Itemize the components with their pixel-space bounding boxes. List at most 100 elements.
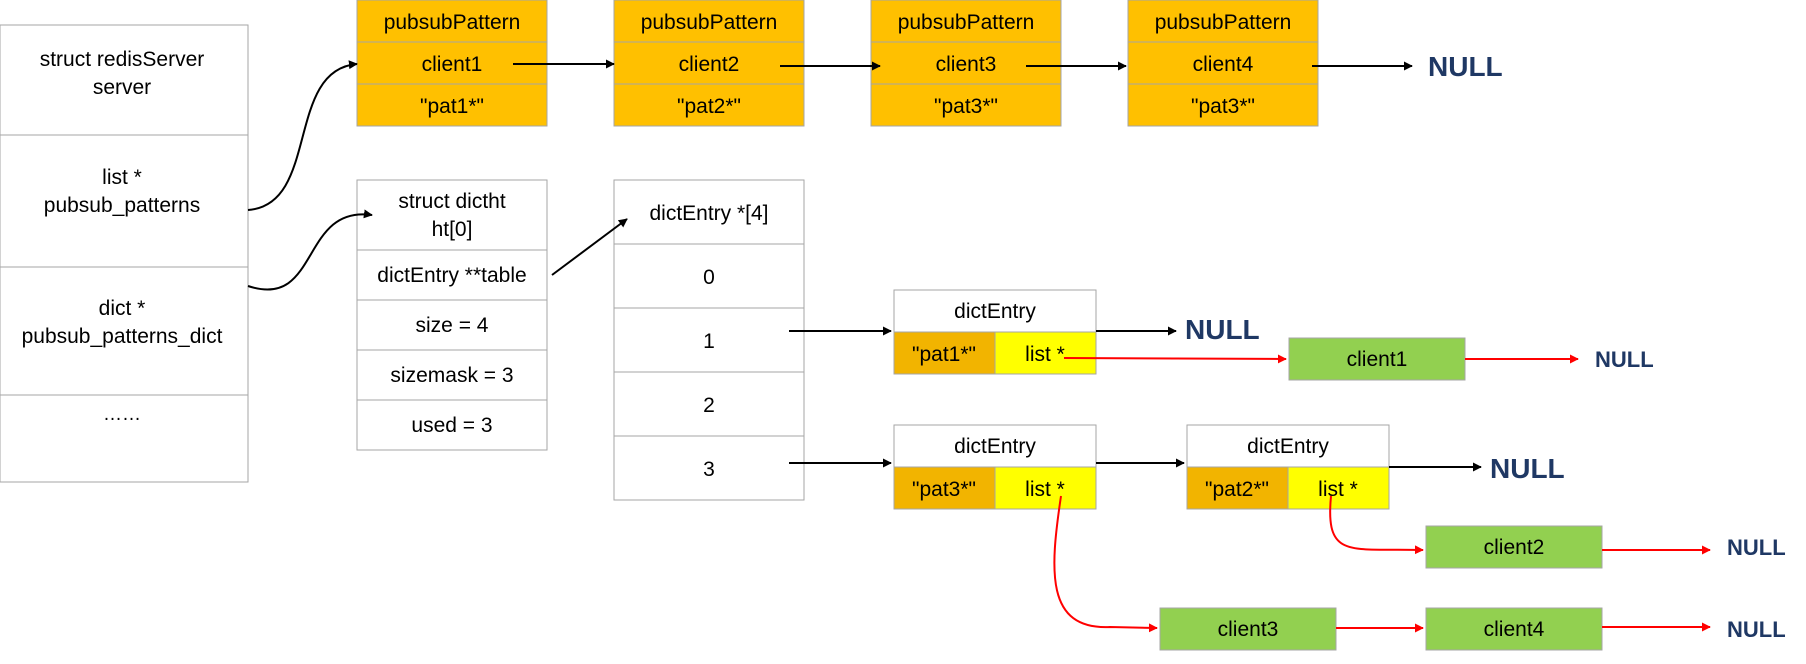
pubsub-patterns-field (0, 134, 249, 268)
dict-entry-1-key: "pat1*" (912, 343, 976, 366)
dict-entry-2-header-cell (893, 424, 1097, 468)
arrow-list3-to-client3 (1053, 495, 1158, 633)
pubsub-patterns-dict-line2: pubsub_patterns_dict (22, 325, 223, 348)
client-node-client4 (1425, 607, 1603, 651)
dict-entry-3-value-cell (1287, 466, 1390, 510)
dict-entry-1-header: dictEntry (954, 300, 1036, 323)
dictht-used-field: used = 3 (411, 414, 492, 437)
pattern-node-1-header: pubsubPattern (384, 11, 521, 34)
pattern-node-3: pubsubPattern client3 "pat3*" (870, 0, 1062, 127)
dictht-size-field: size = 4 (416, 314, 489, 337)
dictht-table-field: dictEntry **table (377, 264, 526, 287)
pubsub-patterns-dict-field (0, 266, 249, 396)
dict-entry-3-header: dictEntry (1247, 435, 1329, 458)
server-title-line1: struct redisServer (40, 48, 205, 71)
pattern-node-3-client: client3 (936, 53, 997, 76)
dictht-title-line1: struct dictht (398, 190, 506, 213)
dict-entry-1-key-cell (893, 331, 996, 375)
table-slot-2 (613, 371, 805, 437)
pattern-node-4-header: pubsubPattern (1155, 11, 1292, 34)
pattern-node-3-header: pubsubPattern (898, 11, 1035, 34)
client-node-client2-label: client2 (1484, 536, 1545, 559)
redis-server-struct: struct redisServer server list * pubsub_… (0, 24, 249, 483)
pattern-node-3-pattern: "pat3*" (934, 95, 998, 118)
pubsub-patterns-line2: pubsub_patterns (44, 194, 200, 217)
table-slot-1-label: 1 (703, 330, 715, 353)
pattern-node-2-header: pubsubPattern (641, 11, 778, 34)
dict-entry-3-header-cell (1186, 424, 1390, 468)
pattern-node-1-header-cell (356, 0, 548, 43)
pattern-node-3-header-cell (870, 0, 1062, 43)
table-slot-3 (613, 435, 805, 501)
table-header: dictEntry *[4] (649, 202, 768, 225)
dictht-struct: struct dictht ht[0] dictEntry **table si… (356, 179, 548, 451)
dictht-size-cell (356, 299, 548, 351)
server-title-cell (0, 24, 249, 136)
table-slot-0-label: 0 (703, 266, 715, 289)
dict-entry-2-key: "pat3*" (912, 478, 976, 501)
pattern-node-1: pubsubPattern client1 "pat1*" (356, 0, 548, 127)
dict-entry-3-value: list * (1318, 478, 1358, 501)
pattern-node-4-header-cell (1127, 0, 1319, 43)
dict-entry-3-next-null: NULL (1490, 453, 1565, 484)
dict-entry-2-value: list * (1025, 478, 1065, 501)
pubsub-patterns-line1: list * (102, 166, 142, 189)
client-list-pat1: client1 NULL (1288, 337, 1654, 381)
table-header-cell (613, 179, 805, 245)
pattern-list-null: NULL (1428, 51, 1503, 82)
server-title-line2: server (93, 76, 151, 99)
table-slot-0 (613, 243, 805, 309)
dict-entry-1-next-null: NULL (1185, 314, 1260, 345)
server-ellipsis-field (0, 394, 249, 483)
dict-entry-3-key: "pat2*" (1205, 478, 1269, 501)
pattern-node-1-client: client1 (422, 53, 483, 76)
pattern-node-2-pattern-cell (613, 83, 805, 127)
arrow-list1-to-client1 (1063, 354, 1287, 364)
table-slot-2-label: 2 (703, 394, 715, 417)
arrow-patterns-to-list (247, 60, 358, 211)
dict-entry-2-value-cell (994, 466, 1097, 510)
pattern-node-4-client: client4 (1193, 53, 1254, 76)
pattern-node-2-pattern: "pat2*" (677, 95, 741, 118)
dict-entry-2: dictEntry "pat3*" list * (893, 424, 1097, 510)
red-arrows (1053, 354, 1711, 633)
dictht-sizemask-cell (356, 349, 548, 401)
client-list-pat3: client3 client4 NULL (1159, 607, 1786, 651)
pattern-node-1-pattern-cell (356, 83, 548, 127)
dict-table-array: dictEntry *[4] 0 1 2 3 (613, 179, 805, 501)
arrow-dict-to-dictht (247, 209, 373, 291)
client-list-pat2-null: NULL (1727, 535, 1786, 560)
client-node-client2 (1425, 525, 1603, 569)
pattern-linked-list: pubsubPatternclient1"pat1*"pubsubPattern… (356, 0, 1319, 127)
dict-entry-1-value-cell (994, 331, 1097, 375)
pattern-node-4-pattern-cell (1127, 83, 1319, 127)
client-node-client1-label: client1 (1347, 348, 1408, 371)
dictht-used-cell (356, 399, 548, 451)
dict-entry-2-header: dictEntry (954, 435, 1036, 458)
client-list-pat3-null: NULL (1727, 617, 1786, 642)
client-list-pat1-null: NULL (1595, 347, 1654, 372)
table-slot-3-label: 3 (703, 458, 715, 481)
dictht-sizemask-field: sizemask = 3 (390, 364, 513, 387)
dict-entry-3-key-cell (1186, 466, 1289, 510)
pattern-node-2-header-cell (613, 0, 805, 43)
dict-entry-1: dictEntry "pat1*" list * (893, 289, 1097, 375)
dictht-title-cell (356, 179, 548, 251)
dictht-title-line2: ht[0] (432, 218, 473, 241)
pattern-node-4-client-cell (1127, 41, 1319, 85)
arrow-table-to-array (551, 218, 628, 276)
pattern-node-1-pattern: "pat1*" (420, 95, 484, 118)
pattern-node-3-pattern-cell (870, 83, 1062, 127)
pattern-node-3-client-cell (870, 41, 1062, 85)
client-node-client4-label: client4 (1484, 618, 1545, 641)
table-slot-1 (613, 307, 805, 373)
arrow-list2-to-client2 (1329, 495, 1424, 555)
dict-entry-1-value: list * (1025, 343, 1065, 366)
client-node-client1 (1288, 337, 1466, 381)
dictht-table-cell (356, 249, 548, 301)
client-node-client3-label: client3 (1218, 618, 1279, 641)
dict-entry-3: dictEntry "pat2*" list * (1186, 424, 1390, 510)
